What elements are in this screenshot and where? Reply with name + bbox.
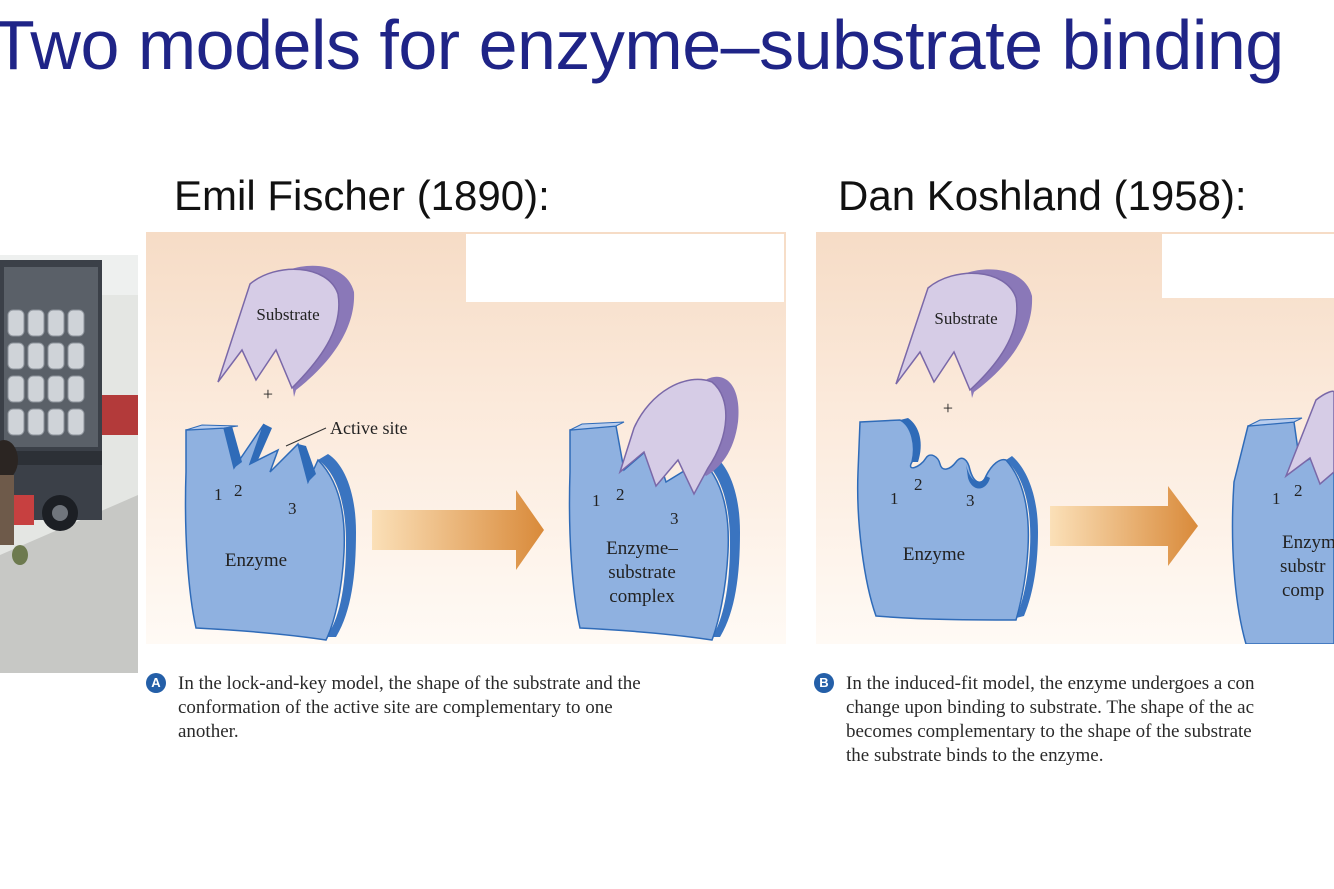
- lock-and-key-figure: Substrate + Active site 1 2 3 Enzyme 1 2…: [146, 232, 786, 644]
- presenter-video-thumbnail: [0, 255, 138, 673]
- site-number-1: 1: [890, 489, 899, 508]
- complex-site-number-2: 2: [616, 485, 625, 504]
- induced-fit-heading: Dan Koshland (1958):: [838, 172, 1247, 220]
- caption-line: becomes complementary to the shape of th…: [846, 720, 1255, 744]
- enzyme-shape: [185, 424, 356, 640]
- site-number-3: 3: [288, 499, 297, 518]
- enzyme-shape: [858, 418, 1038, 620]
- complex-site-number-3: 3: [670, 509, 679, 528]
- lock-and-key-caption: A In the lock-and-key model, the shape o…: [146, 672, 786, 752]
- complex-label-line-3: comp: [1282, 580, 1324, 601]
- enzyme-substrate-complex-shape: [1233, 391, 1334, 644]
- caption-line: the substrate binds to the enzyme.: [846, 744, 1255, 768]
- caption-badge-a: A: [146, 673, 166, 693]
- plus-sign: +: [943, 398, 953, 418]
- substrate-shape: [218, 266, 354, 397]
- caption-line: another.: [178, 720, 641, 744]
- caption-badge-b: B: [814, 673, 834, 693]
- complex-label-line-1: Enzyme–: [606, 538, 678, 559]
- caption-line: In the induced-fit model, the enzyme und…: [846, 672, 1255, 696]
- substrate-shape: [896, 269, 1032, 398]
- enzyme-label: Enzyme: [225, 550, 287, 571]
- site-number-3: 3: [966, 491, 975, 510]
- complex-site-number-1: 1: [1272, 489, 1281, 508]
- complex-label-line-2: substr: [1280, 556, 1326, 577]
- induced-fit-caption: B In the induced-fit model, the enzyme u…: [814, 672, 1334, 772]
- blank-label-box: [1162, 234, 1334, 298]
- plus-sign: +: [263, 384, 273, 404]
- enzyme-label: Enzyme: [903, 544, 965, 565]
- complex-label-line-3: complex: [609, 586, 675, 607]
- site-number-1: 1: [214, 485, 223, 504]
- complex-site-number-1: 1: [592, 491, 601, 510]
- complex-label-line-2: substrate: [608, 562, 676, 583]
- reaction-arrow: [372, 490, 544, 570]
- induced-fit-figure: Substrate + 1 2 3 Enzyme 1 2 Enzym subst…: [816, 232, 1334, 644]
- active-site-label: Active site: [330, 418, 407, 438]
- caption-line: In the lock-and-key model, the shape of …: [178, 672, 641, 696]
- substrate-label: Substrate: [934, 309, 997, 328]
- complex-site-number-2: 2: [1294, 481, 1303, 500]
- site-number-2: 2: [234, 481, 243, 500]
- lock-and-key-heading: Emil Fischer (1890):: [174, 172, 550, 220]
- site-number-2: 2: [914, 475, 923, 494]
- caption-line: change upon binding to substrate. The sh…: [846, 696, 1255, 720]
- blank-label-box: [466, 234, 784, 302]
- reaction-arrow: [1050, 486, 1198, 566]
- substrate-label: Substrate: [256, 305, 319, 324]
- slide-title: Two models for enzyme–substrate binding: [0, 2, 1284, 88]
- complex-label-line-1: Enzym: [1282, 532, 1334, 553]
- caption-line: conformation of the active site are comp…: [178, 696, 641, 720]
